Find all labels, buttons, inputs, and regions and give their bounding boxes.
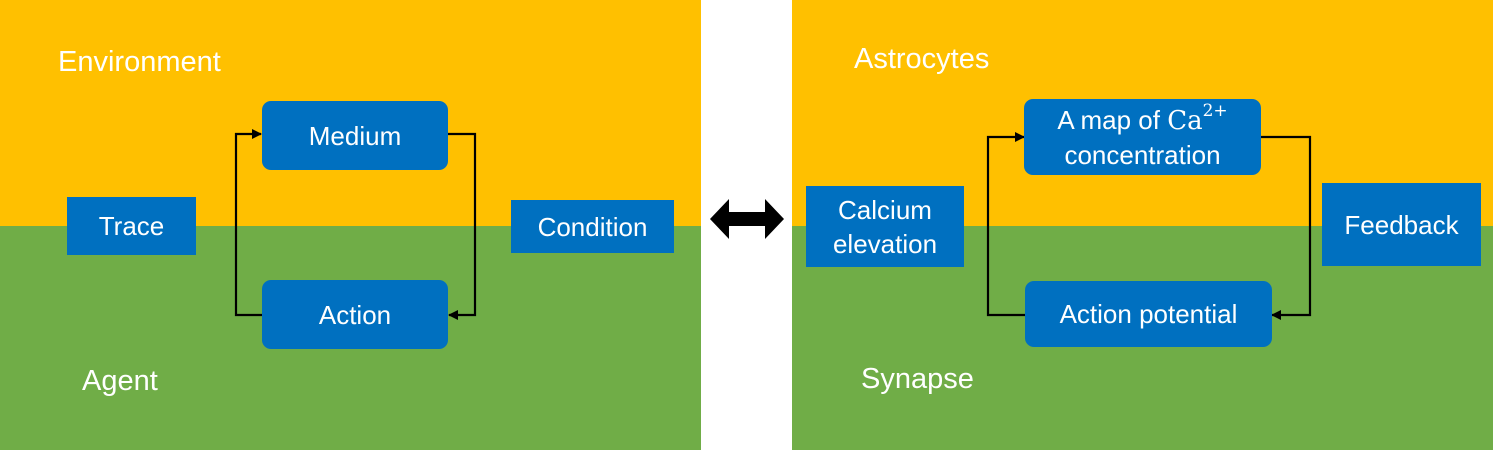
action-box: Action bbox=[262, 280, 448, 349]
trace-box: Trace bbox=[67, 197, 196, 255]
agent-label: Agent bbox=[82, 365, 158, 397]
feedback-box: Feedback bbox=[1322, 183, 1481, 266]
calcium-elevation-line2: elevation bbox=[832, 228, 938, 259]
medium-box: Medium bbox=[262, 101, 448, 170]
synapse-label: Synapse bbox=[861, 363, 974, 395]
environment-label: Environment bbox=[58, 46, 221, 78]
left-panel: Environment Agent Medium Action Trace Co… bbox=[0, 0, 701, 450]
left-cycle-arrows bbox=[234, 129, 477, 320]
medium-to-action-arrow bbox=[448, 132, 477, 320]
ca-map-prefix: A map of bbox=[1057, 104, 1168, 135]
ca-charge: 2+ bbox=[1202, 100, 1228, 121]
camap-to-actionpotential-arrow bbox=[1261, 135, 1312, 320]
ca-map-line2: concentration bbox=[1064, 139, 1221, 170]
right-cycle-arrows bbox=[986, 132, 1312, 320]
action-potential-box: Action potential bbox=[1025, 281, 1272, 347]
calcium-elevation-box: Calcium elevation bbox=[806, 186, 964, 267]
ca-map-box: A map of Ca2+ concentration bbox=[1024, 99, 1261, 175]
astrocytes-label: Astrocytes bbox=[854, 43, 990, 75]
condition-box: Condition bbox=[511, 200, 674, 253]
action-to-medium-arrow bbox=[234, 129, 262, 317]
calcium-elevation-line1: Calcium bbox=[838, 194, 932, 225]
ca-map-line1: A map of Ca2+ bbox=[1057, 100, 1228, 138]
actionpotential-to-camap-arrow bbox=[986, 132, 1025, 317]
right-panel: Astrocytes Synapse A map of Ca2+ concent… bbox=[792, 0, 1493, 450]
ca-ion-symbol: Ca bbox=[1167, 105, 1203, 136]
